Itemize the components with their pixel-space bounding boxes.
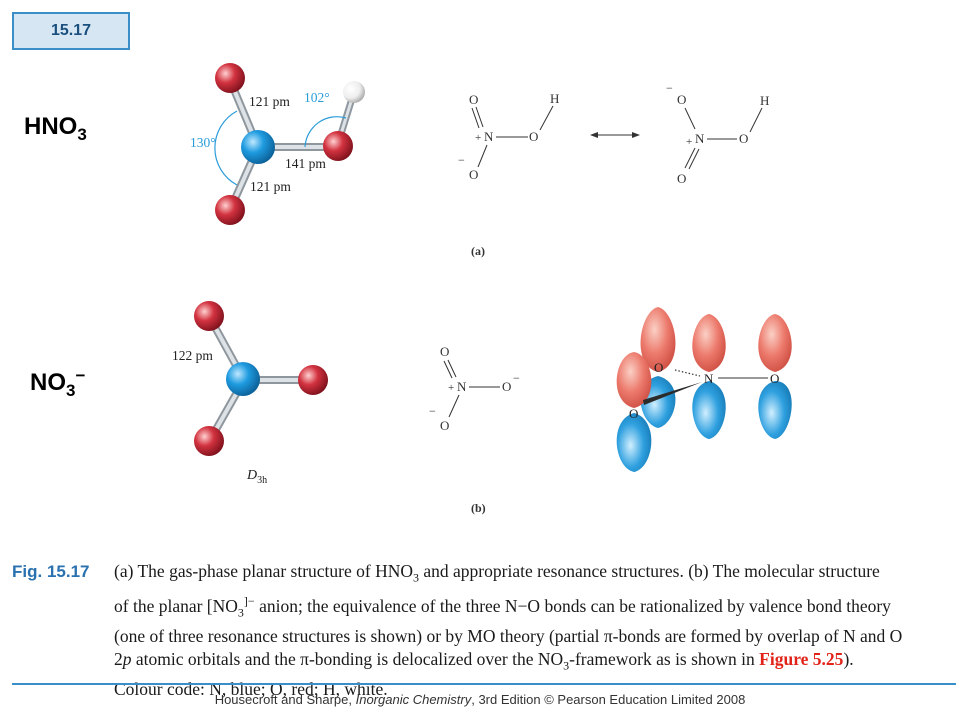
double-bond-line bbox=[475, 106, 484, 128]
hno3-resonance-structure-2: − O + N O H O bbox=[666, 81, 769, 186]
no3-formula-main: NO bbox=[30, 369, 66, 396]
atom-label-n: N bbox=[704, 371, 714, 386]
nitrogen-atom bbox=[226, 362, 260, 396]
bond-angle-130: 130° bbox=[190, 135, 216, 150]
caption-line-1: (a) The gas-phase planar structure of HN… bbox=[114, 561, 880, 585]
formal-charge-minus: − bbox=[666, 81, 673, 95]
atom-label-o: O bbox=[469, 167, 478, 182]
no3-formula: NO3− bbox=[30, 366, 85, 401]
atom-label-o: O bbox=[440, 418, 449, 433]
double-bond-line bbox=[688, 148, 700, 170]
atom-label-o: O bbox=[739, 131, 748, 146]
no3-resonance-structure: O + N O − − O bbox=[429, 344, 520, 433]
double-bond-line bbox=[684, 147, 696, 169]
hydrogen-atom bbox=[343, 81, 365, 103]
no3-formula-charge: − bbox=[75, 366, 86, 385]
atom-label-h: H bbox=[550, 91, 559, 106]
point-group-label: D3h bbox=[246, 468, 267, 486]
double-bond-line bbox=[447, 359, 457, 378]
figure-caption-label: Fig. 15.17 bbox=[12, 562, 90, 581]
bond-length-bottom: 121 pm bbox=[250, 179, 291, 194]
orbital-lobe-upper bbox=[640, 307, 676, 372]
single-bond-line bbox=[477, 144, 488, 168]
atom-label-o: O bbox=[502, 379, 511, 394]
footer-credit: Housecroft and Sharpe, Inorganic Chemist… bbox=[214, 692, 746, 707]
p-orbital-diagram: O N O O bbox=[616, 307, 792, 472]
angle-arc-130 bbox=[214, 110, 238, 186]
orbital-lobe-lower bbox=[616, 413, 652, 472]
bond-length-top: 121 pm bbox=[249, 94, 290, 109]
atom-label-o: O bbox=[654, 360, 663, 375]
orbital-lobe-upper bbox=[616, 352, 652, 408]
atom-label-n: N bbox=[457, 379, 467, 394]
figure-caption-text: (a) The gas-phase planar structure of HN… bbox=[114, 560, 944, 702]
atom-label-o: O bbox=[440, 344, 449, 359]
hno3-resonance-structure-1: O + N O H − O bbox=[458, 91, 559, 182]
single-bond-line bbox=[749, 107, 763, 133]
formal-charge-minus: − bbox=[429, 404, 436, 418]
orbital-lobe-upper bbox=[692, 314, 726, 372]
bond-angle-102: 102° bbox=[304, 90, 330, 105]
double-bond-line bbox=[471, 107, 480, 129]
footer-divider bbox=[12, 683, 956, 685]
figure-number-badge: 15.17 bbox=[12, 12, 130, 50]
formal-charge-plus: + bbox=[686, 136, 692, 148]
angle-arc-102 bbox=[304, 116, 347, 148]
figure-reference-link[interactable]: Figure 5.25 bbox=[759, 649, 844, 670]
hno3-formula-main: HNO bbox=[24, 113, 78, 140]
oxygen-atom-top bbox=[215, 63, 245, 93]
orbital-lobe-upper bbox=[758, 314, 792, 372]
oxygen-atom bbox=[194, 426, 224, 456]
hashed-bond bbox=[674, 369, 701, 377]
caption-line-2: of the planar [NO3]− anion; the equivale… bbox=[114, 594, 891, 620]
formal-charge-plus: + bbox=[475, 132, 481, 144]
figure-diagram: 121 pm 121 pm 141 pm 130° 102° O + N O H… bbox=[172, 63, 792, 515]
atom-label-n: N bbox=[484, 129, 494, 144]
orbital-lobe-lower bbox=[758, 381, 792, 439]
atom-label-h: H bbox=[760, 93, 769, 108]
formal-charge-minus: − bbox=[458, 153, 465, 167]
wedge-bond bbox=[643, 382, 702, 405]
atom-label-o: O bbox=[677, 92, 686, 107]
single-bond-line bbox=[539, 105, 554, 131]
hno3-ball-and-stick-model: 121 pm 121 pm 141 pm 130° 102° bbox=[190, 63, 365, 225]
single-bond-line bbox=[684, 107, 696, 130]
figure-number: 15.17 bbox=[50, 22, 92, 39]
panel-b-label: (b) bbox=[471, 501, 486, 515]
oxygen-atom bbox=[298, 365, 328, 395]
bond-length-n-oh: 141 pm bbox=[285, 156, 326, 171]
atom-label-o: O bbox=[529, 129, 538, 144]
atom-label-n: N bbox=[695, 131, 705, 146]
no3-ball-and-stick-model: 122 pm D3h bbox=[172, 301, 328, 486]
oxygen-atom-bottom bbox=[215, 195, 245, 225]
hno3-formula: HNO3 bbox=[24, 113, 87, 145]
caption-line-3: (one of three resonance structures is sh… bbox=[114, 625, 903, 646]
atom-label-o: O bbox=[469, 92, 478, 107]
oxygen-atom-hydroxyl bbox=[323, 131, 353, 161]
hno3-formula-sub: 3 bbox=[77, 124, 87, 144]
nitrogen-atom bbox=[241, 130, 275, 164]
single-bond-line bbox=[448, 394, 460, 418]
atom-label-o: O bbox=[770, 371, 779, 386]
formal-charge-minus: − bbox=[513, 371, 520, 385]
orbital-lobe-lower bbox=[692, 381, 726, 439]
atom-label-o: O bbox=[677, 171, 686, 186]
resonance-arrow bbox=[590, 132, 640, 138]
formal-charge-plus: + bbox=[448, 382, 454, 394]
panel-a-label: (a) bbox=[471, 244, 485, 258]
atom-label-o: O bbox=[629, 406, 638, 421]
no3-formula-sub: 3 bbox=[66, 380, 76, 400]
double-bond-line bbox=[443, 360, 453, 379]
bond-length-label: 122 pm bbox=[172, 348, 213, 363]
oxygen-atom bbox=[194, 301, 224, 331]
caption-line-4: 2p atomic orbitals and the π-bonding is … bbox=[114, 649, 854, 673]
